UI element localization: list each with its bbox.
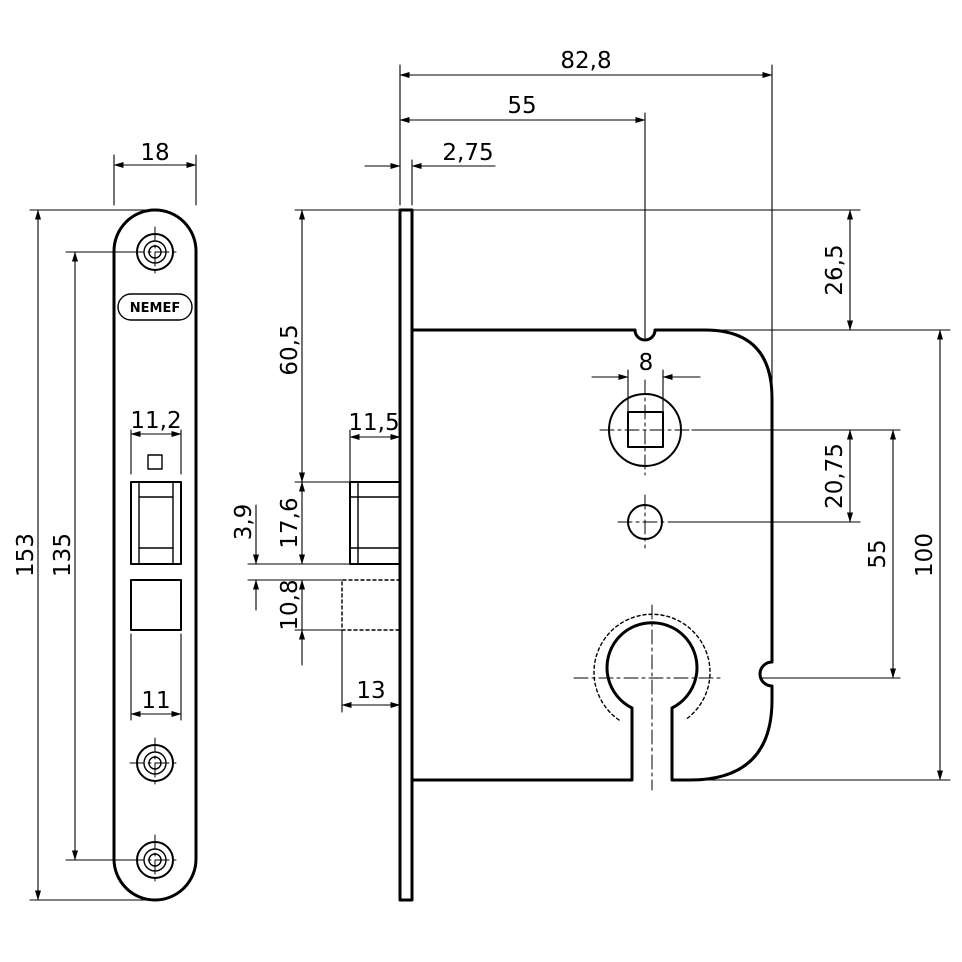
follower	[599, 379, 693, 476]
dim-latch-opening-width: 11,2	[130, 408, 181, 434]
dim-follower-to-hole: 20,75	[822, 443, 848, 509]
nemef-logo: NEMEF	[117, 293, 193, 321]
dim-bolt-height: 10,8	[277, 579, 303, 630]
dim-latch-bolt-gap: 3,9	[231, 504, 257, 541]
connecting-hole	[617, 494, 673, 549]
dim-latch-position: 60,5	[277, 324, 303, 375]
logo-text: NEMEF	[130, 301, 180, 316]
dim-latch-projection: 11,5	[348, 410, 399, 436]
lock-case	[410, 328, 774, 782]
dim-screw-distance: 135	[50, 533, 76, 577]
dim-backset: 55	[507, 93, 536, 119]
dim-bolt-opening-width: 11	[141, 688, 170, 714]
dim-case-top-offset: 26,5	[822, 244, 848, 295]
side-view-dimensions: 82,8 55 2,75 60,5 17,6 3,9 10,8 11,5 13	[231, 48, 951, 781]
dim-faceplate-thickness: 2,75	[442, 140, 493, 166]
bolt-opening	[130, 579, 182, 631]
dim-total-depth: 82,8	[560, 48, 611, 74]
dim-follower-to-cylinder: 55	[865, 539, 891, 568]
lock-side-view	[341, 208, 774, 902]
faceplate-front-view: NEMEF	[112, 208, 198, 902]
faceplate-dimensions: 18 153 135 11,2 11	[13, 140, 197, 901]
screw-hole-top	[129, 226, 181, 278]
faceplate-outline	[112, 208, 198, 902]
faceplate-edge	[398, 208, 414, 902]
dim-bolt-projection: 13	[356, 678, 385, 704]
dim-case-height: 100	[912, 533, 938, 577]
screw-hole-middle	[129, 737, 181, 789]
dim-faceplate-width: 18	[140, 140, 169, 166]
dim-latch-height: 17,6	[277, 497, 303, 548]
dim-faceplate-length: 153	[13, 533, 39, 577]
cylinder-hole	[573, 604, 723, 791]
latch-opening	[130, 454, 182, 565]
dim-follower-square: 8	[639, 350, 654, 376]
latch-bolt	[349, 481, 401, 565]
dead-bolt	[341, 579, 401, 631]
screw-hole-bottom	[129, 834, 181, 886]
